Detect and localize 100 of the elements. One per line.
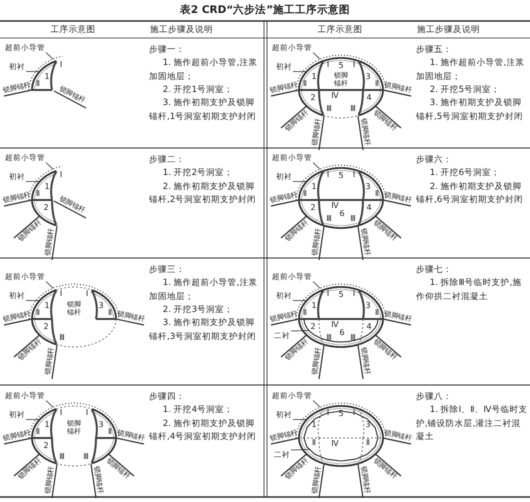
chamber-number: 2	[310, 323, 316, 331]
support-label: Ⅱ	[303, 190, 307, 198]
chamber-number: 5	[338, 410, 344, 418]
support-label: Ⅱ	[36, 428, 40, 436]
leader-line	[26, 181, 40, 182]
chamber-number: 4	[366, 94, 372, 102]
leader-line	[46, 400, 54, 408]
support-label: Ⅰ	[326, 61, 330, 69]
step-heading: 步骤八：	[416, 391, 453, 404]
step-text: 1. 拆除Ⅰ、Ⅱ、Ⅳ号临时支护,铺设防水层,灌注二衬混凝土	[416, 404, 528, 444]
support-label: Ⅱ	[375, 309, 379, 317]
advance-pipe-arc	[296, 402, 386, 438]
support-label: Ⅳ	[331, 202, 339, 210]
support-label: Ⅱ	[108, 309, 112, 317]
chamber-number: 3	[365, 421, 371, 429]
step-text: 1. 开挖6号洞室；	[428, 167, 502, 180]
support-label: Ⅲ	[350, 215, 356, 223]
support-label: Ⅳ	[331, 321, 339, 329]
chamber-number: 1	[311, 302, 317, 310]
chamber-number: 3	[98, 421, 104, 429]
chamber-number: 6	[339, 210, 345, 218]
chamber-number: 3	[365, 73, 371, 81]
leader-line	[312, 52, 320, 60]
support-label: Ⅲ	[83, 453, 89, 461]
support-label: Ⅰ	[60, 171, 62, 179]
step-text: 3. 施作初期支护及锁脚锚杆,1号洞室初期支护封闭	[149, 97, 258, 124]
support-label: Ⅰ	[352, 409, 356, 417]
chamber-number: 1	[44, 183, 50, 191]
chamber-number: 1	[311, 73, 317, 81]
support-label: Ⅲ	[326, 334, 332, 342]
step-text: 1. 拆除Ⅲ号临时支护,施作仰拱二衬混凝土	[416, 277, 522, 304]
leader-line	[292, 71, 307, 72]
support-label: Ⅰ	[326, 290, 330, 298]
step-heading: 步骤七：	[416, 264, 453, 277]
column-header: 施工步骤及说明	[417, 24, 480, 36]
step-text: 2. 开挖1号洞室；	[162, 84, 234, 97]
leader-line	[26, 71, 40, 72]
step-text: 1. 施作超前小导管,注浆加固地层；	[149, 277, 258, 304]
support-label: Ⅱ	[36, 80, 40, 88]
chamber-number: 6	[339, 329, 345, 337]
support-label: Ⅰ	[326, 409, 330, 417]
chamber-number: 3	[98, 302, 104, 310]
support-label: Ⅱ	[36, 309, 40, 317]
step-text: 2. 施作初期支护及锁脚锚杆,6号洞室初期支护封闭	[416, 180, 524, 207]
support-label: Ⅲ	[59, 334, 65, 342]
leader-line	[292, 300, 307, 301]
advance-pipe-arc	[296, 164, 386, 200]
leader-line	[46, 281, 54, 288]
table-title: 表2 CRD“六步法”施工工序示意图	[178, 3, 352, 17]
support-label: Ⅰ	[326, 171, 330, 179]
leader-line	[290, 449, 310, 450]
support-label: Ⅰ	[60, 290, 62, 298]
leader-line	[290, 330, 310, 332]
chamber-number: 2	[43, 204, 49, 212]
support-label: Ⅱ	[375, 80, 379, 88]
chamber-number: 1	[311, 183, 317, 191]
step-text: 1. 施作超前小导管,注浆加固地层；	[416, 57, 526, 84]
support-label: Ⅲ	[326, 105, 332, 113]
chamber-number: 2	[43, 323, 49, 331]
support-label: Ⅱ	[366, 439, 370, 447]
leader-line	[312, 400, 320, 408]
chamber-number: 5	[338, 172, 344, 180]
chamber-number: 4	[366, 323, 372, 331]
step-heading: 步骤一：	[149, 44, 186, 57]
step-text: 2. 开挖3号洞室；	[162, 304, 234, 317]
support-label: Ⅲ	[350, 105, 356, 113]
column-header: 工序示意图	[316, 24, 364, 36]
support-label: Ⅱ	[312, 439, 316, 447]
leader-line	[26, 419, 40, 420]
step-text: 2. 施作初期支护及锁脚锚杆,4号洞室初期支护封闭	[149, 418, 258, 444]
chamber-number: 2	[43, 442, 49, 450]
step-text: 2. 施作初期支护及锁脚锚杆,2号洞室初期支护封闭	[149, 180, 258, 207]
leader-line	[292, 181, 307, 182]
step-heading: 步骤六：	[416, 154, 453, 167]
leader-line	[312, 281, 320, 288]
chamber-number: 4	[366, 204, 372, 212]
leader-line	[292, 419, 307, 420]
chamber-number: 1	[44, 73, 50, 81]
step-heading: 步骤四：	[149, 391, 186, 404]
support-label: Ⅱ	[108, 428, 112, 436]
chamber-number: 1	[44, 302, 50, 310]
leader-line	[46, 52, 54, 60]
step-text: 2. 开挖5号洞室；	[428, 84, 502, 97]
leader-line	[312, 162, 320, 170]
chamber-number: 3	[365, 302, 371, 310]
column-header: 施工步骤及说明	[150, 24, 213, 36]
column-header: 工序示意图	[50, 24, 96, 36]
advance-pipe-arc	[296, 284, 386, 320]
chamber-number: 1	[311, 421, 317, 429]
chamber-number: 3	[365, 183, 371, 191]
chamber-number: 5	[338, 62, 344, 70]
support-label: Ⅰ	[352, 171, 356, 179]
support-label: Ⅲ	[59, 453, 65, 461]
support-label: Ⅰ	[352, 290, 356, 298]
step-heading: 步骤二：	[149, 154, 186, 167]
chamber-number: 5	[338, 291, 344, 299]
advance-pipe-arc	[296, 54, 386, 90]
leader-line	[26, 300, 40, 301]
step-heading: 步骤五：	[416, 44, 453, 57]
support-label: Ⅱ	[36, 190, 40, 198]
